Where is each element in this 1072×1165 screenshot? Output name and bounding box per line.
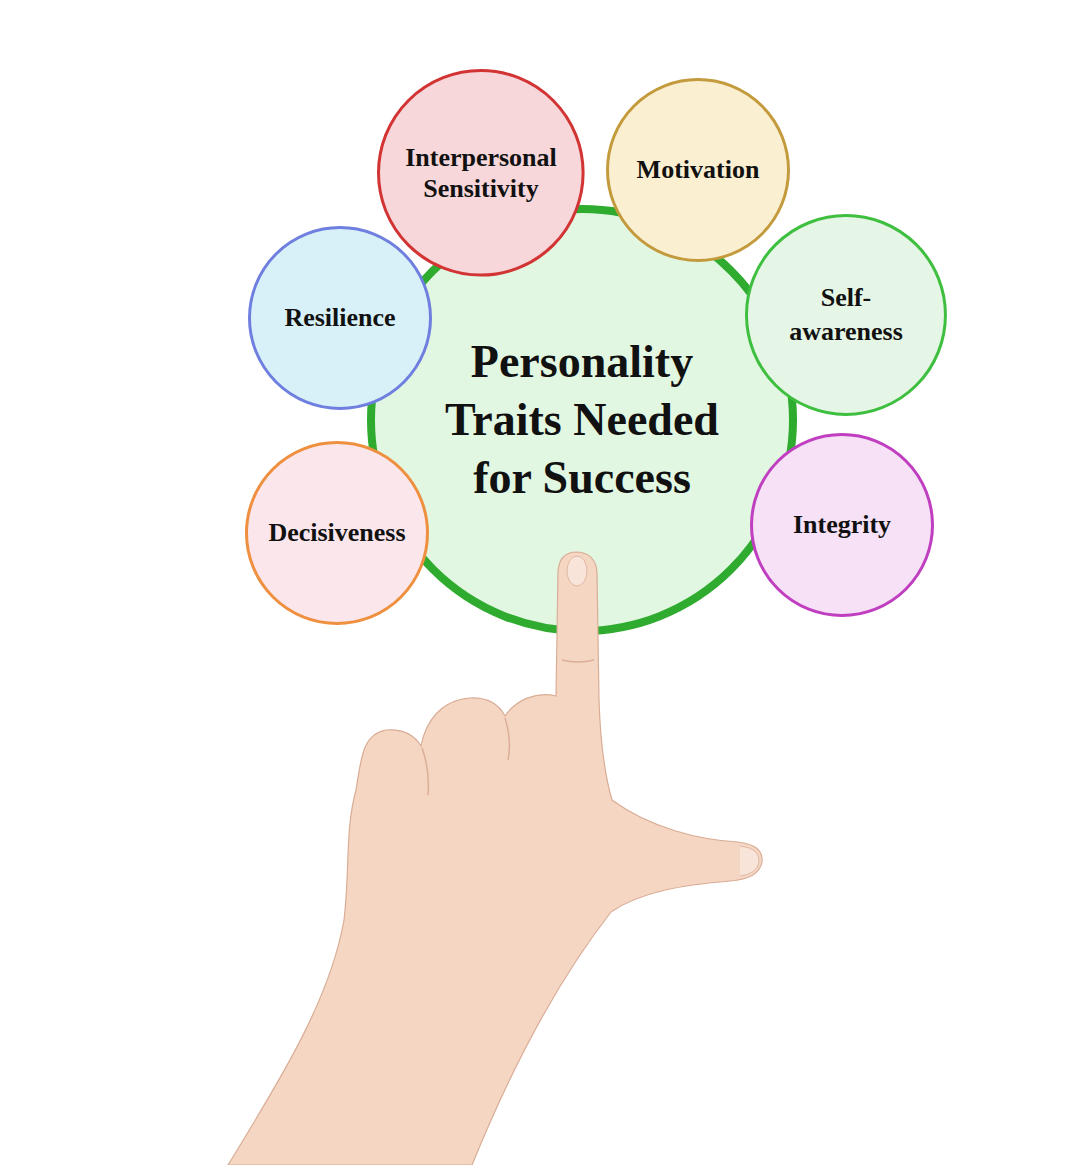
finger-crease bbox=[505, 718, 509, 760]
trait-label: Resilience bbox=[284, 302, 395, 333]
central-circle: Personality Traits Needed for Success bbox=[367, 205, 797, 635]
finger-crease bbox=[562, 660, 594, 662]
trait-circle: Motivation bbox=[606, 78, 790, 262]
circle-shape bbox=[250, 228, 431, 409]
trait-circle: Decisiveness bbox=[245, 441, 429, 625]
trait-circle: Self- awareness bbox=[745, 214, 947, 416]
circle-shape bbox=[371, 209, 793, 631]
fingernail bbox=[567, 556, 587, 586]
circle-shape bbox=[747, 216, 946, 415]
trait-label: Decisiveness bbox=[268, 517, 405, 548]
circle-shape bbox=[247, 443, 428, 624]
central-title: Personality Traits Needed for Success bbox=[412, 333, 752, 507]
circle-outline bbox=[745, 214, 947, 416]
thumb-nail bbox=[740, 846, 759, 876]
trait-circle: Integrity bbox=[750, 433, 934, 617]
trait-label: Integrity bbox=[793, 509, 891, 540]
circle-shape bbox=[608, 80, 789, 261]
trait-circle: Interpersonal Sensitivity bbox=[377, 69, 585, 277]
circle-shape bbox=[752, 435, 933, 616]
trait-label: Motivation bbox=[637, 154, 760, 185]
trait-label: Interpersonal Sensitivity bbox=[392, 142, 570, 204]
circle-outline bbox=[377, 69, 585, 277]
circle-shape bbox=[379, 71, 584, 276]
hand-shape bbox=[228, 552, 762, 1165]
trait-label: Self- awareness bbox=[761, 281, 931, 349]
trait-circle: Resilience bbox=[248, 226, 432, 410]
finger-crease bbox=[422, 748, 428, 795]
